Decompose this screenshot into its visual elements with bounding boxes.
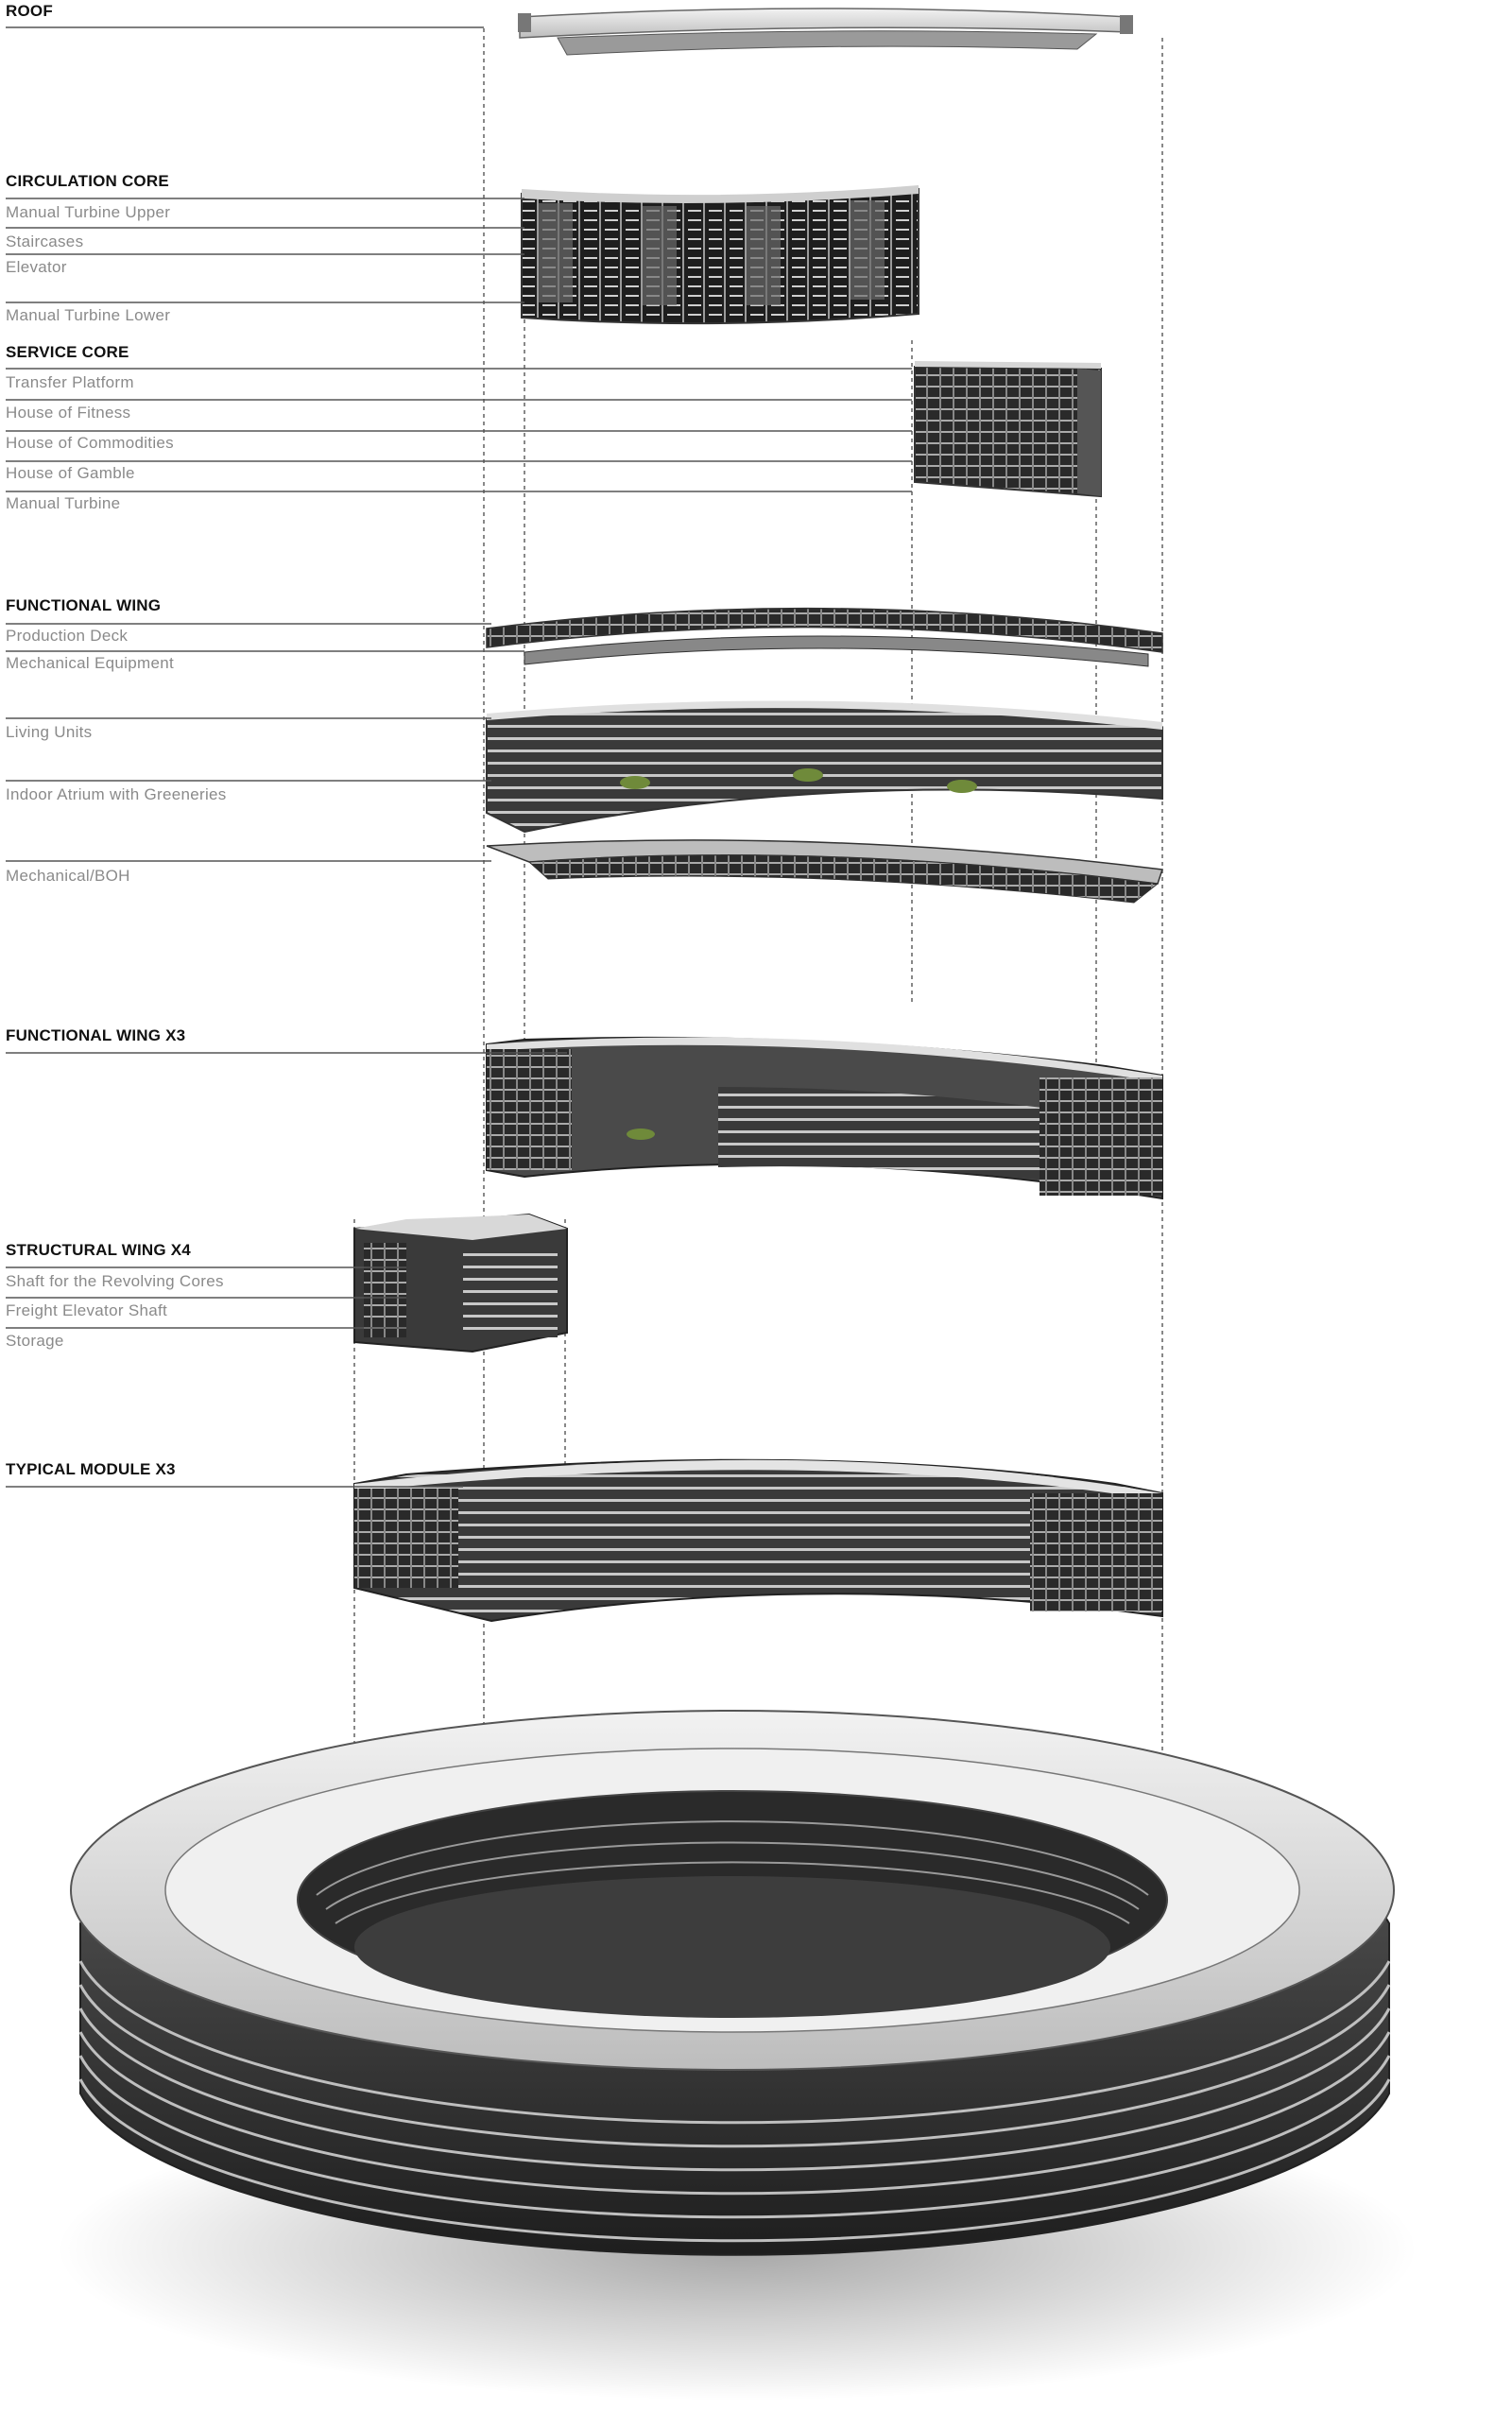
heading-circulation-core: CIRCULATION CORE xyxy=(6,172,169,190)
item-production-deck: Production Deck xyxy=(6,627,128,645)
heading-roof: ROOF xyxy=(6,2,53,20)
model-living-units xyxy=(486,700,1163,834)
item-manual-turbine-upper: Manual Turbine Upper xyxy=(6,203,170,221)
greenery-3 xyxy=(947,780,977,793)
model-functional-wing-x3 xyxy=(486,1036,1163,1200)
model-production-deck xyxy=(486,607,1163,667)
item-mechanical-equipment: Mechanical Equipment xyxy=(6,654,174,672)
heading-functional-wing-x3: FUNCTIONAL WING X3 xyxy=(6,1026,185,1044)
item-elevator: Elevator xyxy=(6,258,67,276)
model-mechanical-boh xyxy=(486,839,1164,904)
model-roof xyxy=(518,8,1133,56)
item-freight-elevator-shaft: Freight Elevator Shaft xyxy=(6,1301,167,1319)
item-mechanical-boh: Mechanical/BOH xyxy=(6,867,130,885)
heading-typical-module-x3: TYPICAL MODULE X3 xyxy=(6,1460,176,1478)
heading-functional-wing: FUNCTIONAL WING xyxy=(6,596,161,614)
greenery-2 xyxy=(793,768,823,782)
item-house-of-fitness: House of Fitness xyxy=(6,404,130,422)
item-shaft-revolving-cores: Shaft for the Revolving Cores xyxy=(6,1272,224,1290)
item-transfer-platform: Transfer Platform xyxy=(6,373,134,391)
greenery-4 xyxy=(627,1128,655,1140)
item-manual-turbine-lower: Manual Turbine Lower xyxy=(6,306,170,324)
item-staircases: Staircases xyxy=(6,233,83,250)
model-typical-module-x3 xyxy=(353,1458,1163,1623)
item-house-of-gamble: House of Gamble xyxy=(6,464,135,482)
item-storage: Storage xyxy=(6,1332,64,1350)
model-assembled-ring xyxy=(57,1710,1418,2401)
heading-service-core: SERVICE CORE xyxy=(6,343,129,361)
greenery-1 xyxy=(620,776,650,789)
model-circulation-core xyxy=(521,185,919,325)
model-service-core xyxy=(914,361,1102,498)
item-house-of-commodities: House of Commodities xyxy=(6,434,174,452)
item-manual-turbine: Manual Turbine xyxy=(6,494,120,512)
item-living-units: Living Units xyxy=(6,723,92,741)
labels: ROOF CIRCULATION CORE Manual Turbine Upp… xyxy=(6,2,912,1488)
model-structural-wing-x4 xyxy=(353,1213,568,1353)
item-indoor-atrium: Indoor Atrium with Greeneries xyxy=(6,785,227,803)
heading-structural-wing-x4: STRUCTURAL WING X4 xyxy=(6,1241,191,1259)
